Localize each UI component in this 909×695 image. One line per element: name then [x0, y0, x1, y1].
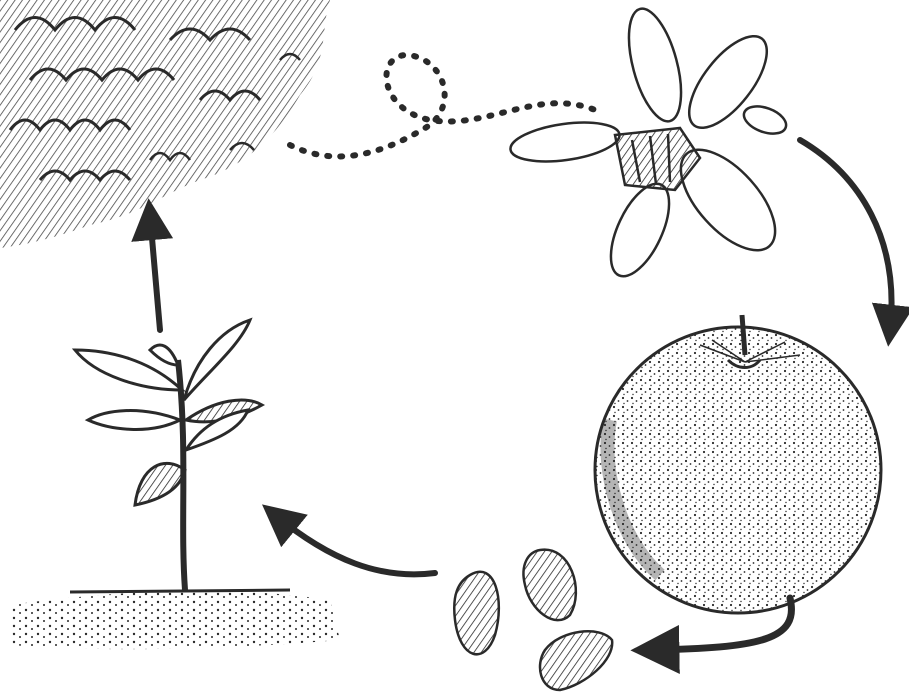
ground-soil-icon	[10, 590, 340, 649]
seeds-icon	[454, 550, 612, 690]
flower-icon	[508, 3, 792, 284]
flower-to-fruit-arrow	[800, 140, 892, 330]
seedling-to-tree-arrow	[150, 215, 160, 330]
tree-foliage-icon	[0, 0, 330, 248]
seedling-icon	[75, 320, 262, 590]
orange-fruit-icon	[595, 315, 881, 613]
seeds-to-seedling-arrow	[275, 515, 435, 574]
tree-to-flower-dotted-path	[290, 55, 600, 156]
